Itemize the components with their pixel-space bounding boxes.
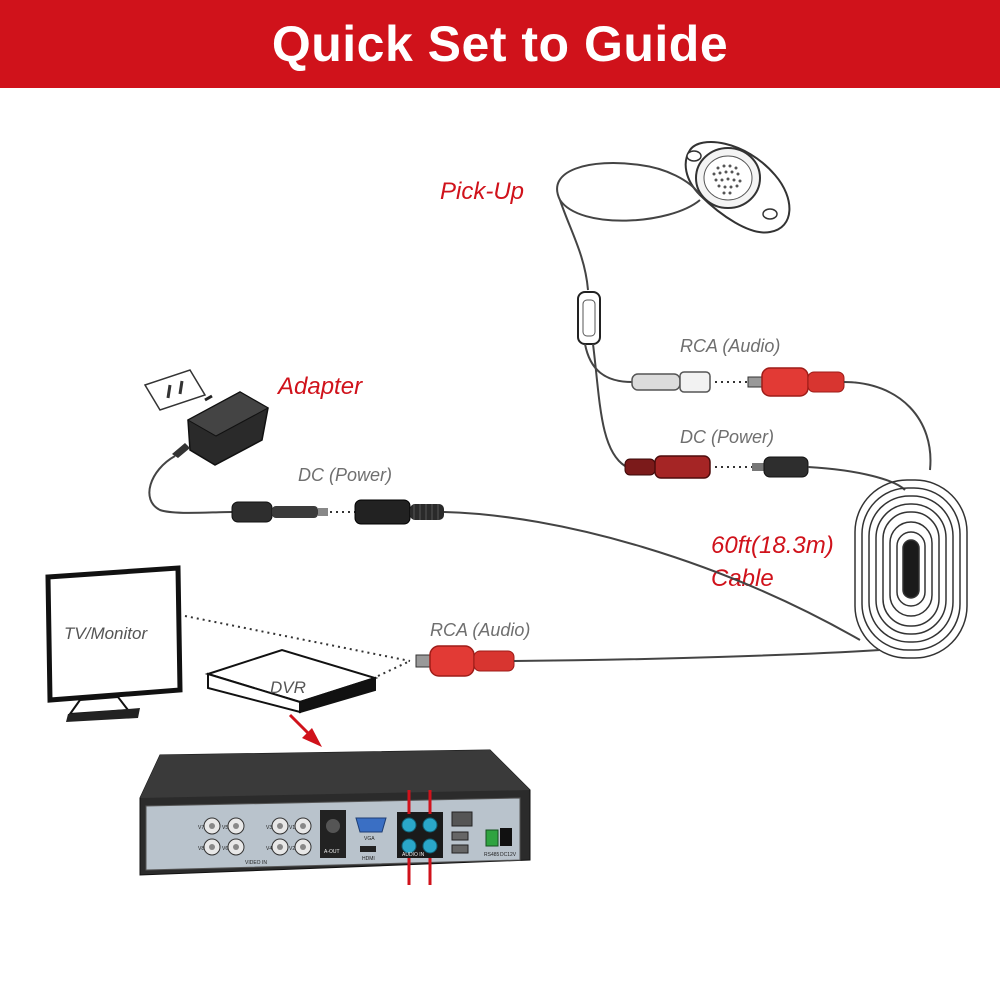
port-label-v8: V8 xyxy=(198,846,204,852)
port-label-v6: V6 xyxy=(222,846,228,852)
arrow-to-dvr xyxy=(288,713,322,747)
page-title: Quick Set to Guide xyxy=(271,16,729,72)
label-rca-audio-bottom: RCA (Audio) xyxy=(430,620,530,640)
label-a-out: A-OUT xyxy=(324,849,340,855)
port-label-v5: V5 xyxy=(222,825,228,831)
label-tv-monitor: TV/Monitor xyxy=(64,624,148,643)
label-pickup: Pick-Up xyxy=(440,178,524,205)
dotted-link-tv xyxy=(184,615,411,662)
title-banner: Quick Set to Guide xyxy=(0,0,1000,88)
rca-audio-bottom-connector xyxy=(415,645,515,677)
label-dc-power-right: DC (Power) xyxy=(680,427,774,447)
label-dc12v: DC12V xyxy=(500,852,517,858)
power-adapter xyxy=(143,369,270,466)
label-cable-length: 60ft(18.3m) xyxy=(711,532,834,559)
cable-coil xyxy=(854,479,968,659)
label-rca-audio-top: RCA (Audio) xyxy=(680,336,780,356)
dc-power-left-connectors xyxy=(231,499,444,525)
dvr-box-small xyxy=(204,648,379,714)
rca-audio-top-connectors xyxy=(631,367,845,397)
port-label-v7: V7 xyxy=(198,825,204,831)
dc-power-right-connectors xyxy=(624,455,809,479)
port-label-v3: V3 xyxy=(266,825,272,831)
label-dvr: DVR xyxy=(270,678,306,697)
port-label-v4: V4 xyxy=(266,846,272,852)
port-label-v1: V1 xyxy=(289,825,295,831)
label-cable: Cable xyxy=(711,565,774,592)
label-video-in: VIDEO IN xyxy=(245,860,267,866)
label-dc-power-left: DC (Power) xyxy=(298,465,392,485)
dvr-rear-panel: V7 V5 V3 V1 V8 V6 V4 V2 VIDEO IN A-OUT V… xyxy=(139,749,531,885)
tv-monitor xyxy=(45,565,183,722)
label-vga: VGA xyxy=(364,836,375,842)
pickup-microphone xyxy=(556,141,791,345)
label-audio-in: AUDIO IN xyxy=(402,852,425,858)
port-label-v2: V2 xyxy=(289,846,295,852)
label-rs485: RS485 xyxy=(484,852,500,858)
dotted-link-dvr xyxy=(377,660,411,677)
label-hdmi: HDMI xyxy=(362,856,375,862)
label-adapter: Adapter xyxy=(276,373,363,400)
